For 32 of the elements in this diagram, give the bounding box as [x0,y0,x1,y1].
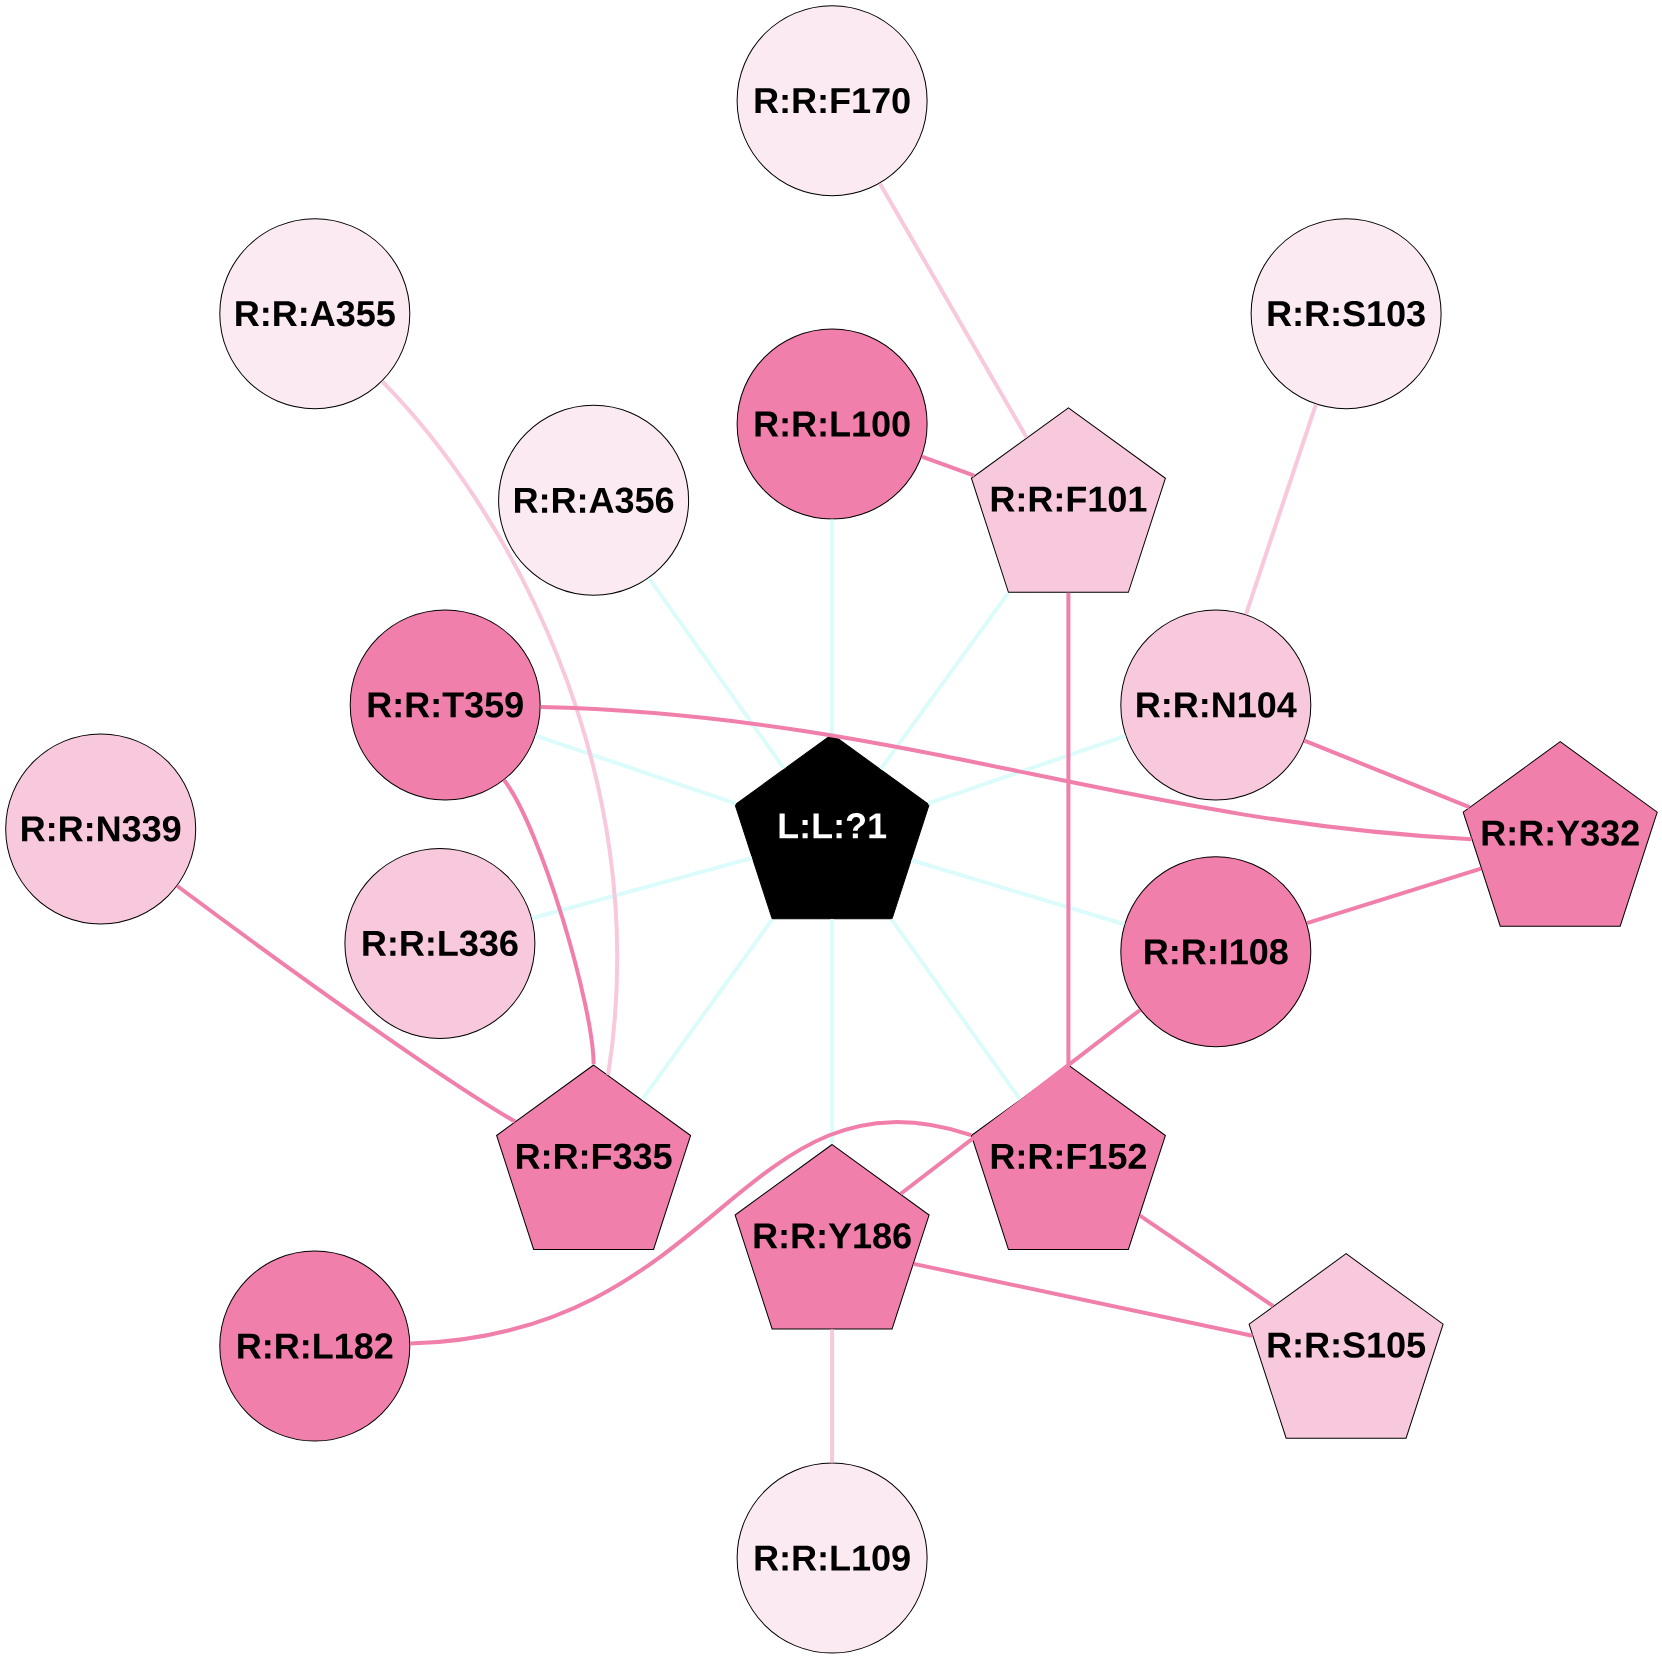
residue-pentagon: R:R:F101 [970,407,1166,593]
interaction-line [176,884,516,1124]
residue-pentagon: R:R:F335 [496,1064,692,1250]
interaction-line [913,1261,1253,1338]
interaction-line [502,779,596,1065]
interaction-line [1138,1213,1275,1308]
residue-pentagon: R:R:Y186 [734,1144,930,1330]
interaction-line [1066,592,1071,1065]
interaction-line [1306,866,1482,926]
residue-pentagon: R:R:F152 [970,1064,1166,1250]
ligand-pentagon: L:L:?1 [734,733,930,920]
interaction-line [410,1121,972,1346]
interaction-line [647,577,786,770]
interaction-line [1244,403,1318,615]
interaction-line [899,1008,1142,1196]
residue-pentagon: R:R:S105 [1248,1253,1444,1439]
interaction-line [380,380,619,1076]
interaction-line [911,858,1125,927]
interaction-line [830,919,835,1144]
interaction-line [889,918,1022,1101]
interaction-line [1303,738,1471,809]
interaction-line [879,591,1010,771]
interaction-line [927,733,1127,806]
interaction-line [830,519,835,734]
interaction-line [921,454,975,478]
residue-pentagon: R:R:Y332 [1462,741,1658,927]
interaction-line [535,733,737,806]
interaction-line [540,705,1472,842]
interaction-line [878,182,1029,439]
interaction-line [830,1329,835,1463]
interaction-line [640,918,774,1101]
interaction-line [531,856,753,921]
